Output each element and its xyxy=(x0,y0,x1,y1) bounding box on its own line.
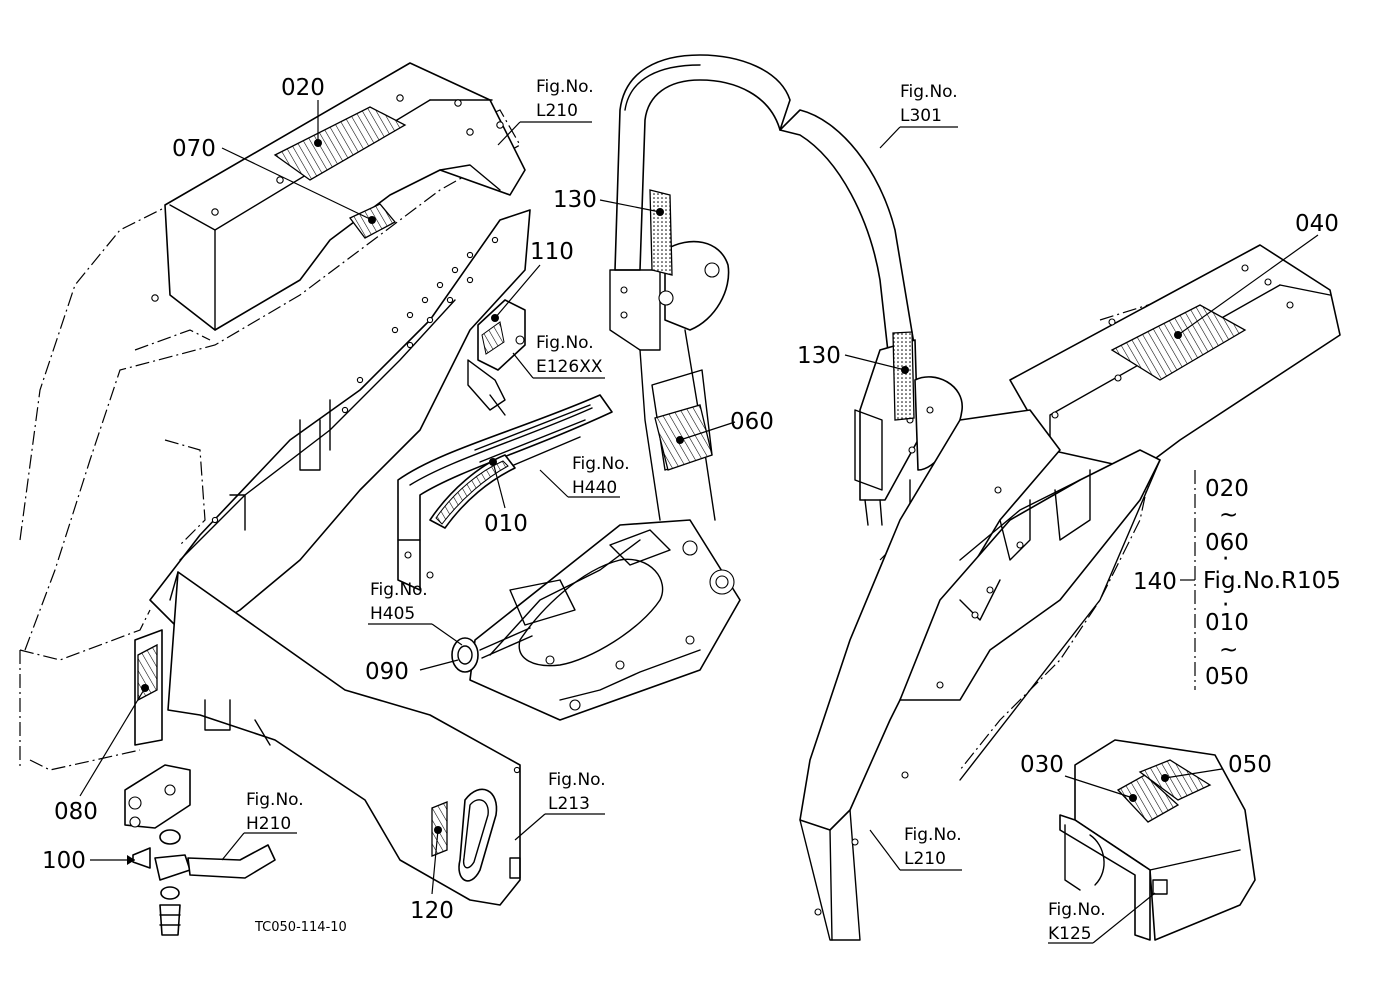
drawing-code: TC050-114-10 xyxy=(254,920,347,935)
fig-ref-h210[interactable]: Fig.No. H210 xyxy=(246,790,304,834)
callout-140[interactable]: 140 xyxy=(1133,569,1177,595)
fig-ref-h405[interactable]: Fig.No. H405 xyxy=(370,580,428,624)
reflector-130-left[interactable] xyxy=(649,189,673,276)
hydraulic-block xyxy=(469,519,741,721)
callouts: 020 070 110 130 130 060 040 010 090 080 … xyxy=(42,75,1339,924)
decal-020[interactable] xyxy=(273,106,407,181)
kit-group-140: 020 ~ 060 · Fig.No.R105 · 010 ~ 050 xyxy=(1203,476,1341,690)
svg-text:L301: L301 xyxy=(900,106,942,126)
callout-070[interactable]: 070 xyxy=(172,136,216,162)
svg-text:H440: H440 xyxy=(572,478,617,498)
callout-130-left[interactable]: 130 xyxy=(553,187,597,213)
svg-text:Fig.No.: Fig.No. xyxy=(536,333,594,353)
svg-text:Fig.No.: Fig.No. xyxy=(370,580,428,600)
kit-range2-tilde: ~ xyxy=(1219,637,1238,663)
leader-lines xyxy=(79,100,1319,944)
kit-sep2: · xyxy=(1222,592,1229,618)
decal-030[interactable] xyxy=(1116,774,1180,823)
fig-ref-l210-bottom[interactable]: Fig.No. L210 xyxy=(904,825,962,869)
svg-text:H405: H405 xyxy=(370,604,415,624)
callout-120[interactable]: 120 xyxy=(410,898,454,924)
svg-text:H210: H210 xyxy=(246,814,291,834)
kit-range1-from: 020 xyxy=(1205,476,1249,502)
left-fender-assembly xyxy=(19,62,531,906)
collar-090[interactable] xyxy=(451,637,479,673)
fig-ref-k125[interactable]: Fig.No. K125 xyxy=(1048,900,1106,944)
fig-ref-e126xx[interactable]: Fig.No. E126XX xyxy=(536,333,603,377)
kit-range2-to: 050 xyxy=(1205,664,1249,690)
svg-text:L213: L213 xyxy=(548,794,590,814)
fig-ref-l210-top[interactable]: Fig.No. L210 xyxy=(536,77,594,121)
kit-range2-from: 010 xyxy=(1205,610,1249,636)
svg-text:Fig.No.: Fig.No. xyxy=(572,454,630,474)
fig-ref-h440[interactable]: Fig.No. H440 xyxy=(572,454,630,498)
mounting-holes xyxy=(151,94,504,524)
callout-080[interactable]: 080 xyxy=(54,799,98,825)
fig-ref-l213[interactable]: Fig.No. L213 xyxy=(548,770,606,814)
svg-text:Fig.No.: Fig.No. xyxy=(536,77,594,97)
callout-060[interactable]: 060 xyxy=(730,409,774,435)
svg-text:K125: K125 xyxy=(1048,924,1092,944)
figure-references: Fig.No. L210 Fig.No. L301 Fig.No. E126XX… xyxy=(246,77,1106,944)
valve-body xyxy=(124,764,191,829)
fitting-100[interactable] xyxy=(132,829,276,936)
decal-060[interactable] xyxy=(654,404,713,471)
svg-text:Fig.No.: Fig.No. xyxy=(1048,900,1106,920)
svg-text:L210: L210 xyxy=(536,101,578,121)
decal-040[interactable] xyxy=(1110,304,1247,381)
kit-range1-to: 060 xyxy=(1205,530,1249,556)
svg-text:Fig.No.: Fig.No. xyxy=(246,790,304,810)
callout-040[interactable]: 040 xyxy=(1295,211,1339,237)
callout-090[interactable]: 090 xyxy=(365,659,409,685)
reflector-130-right[interactable] xyxy=(892,331,915,421)
decal-080[interactable] xyxy=(137,643,158,702)
quadrant-guide xyxy=(397,394,613,591)
svg-text:Fig.No.: Fig.No. xyxy=(548,770,606,790)
callout-020[interactable]: 020 xyxy=(281,75,325,101)
callout-050[interactable]: 050 xyxy=(1228,752,1272,778)
fig-ref-l301[interactable]: Fig.No. L301 xyxy=(900,82,958,126)
callout-100[interactable]: 100 xyxy=(42,848,86,874)
decal-050[interactable] xyxy=(1138,759,1212,801)
kit-range1-tilde: ~ xyxy=(1219,502,1238,528)
kit-ref-r105[interactable]: Fig.No.R105 xyxy=(1203,568,1341,594)
kit-sep1: · xyxy=(1222,546,1229,572)
callout-030[interactable]: 030 xyxy=(1020,752,1064,778)
svg-text:L210: L210 xyxy=(904,849,946,869)
switch-assembly-110[interactable] xyxy=(467,299,526,416)
callout-010[interactable]: 010 xyxy=(484,511,528,537)
callout-130-right[interactable]: 130 xyxy=(797,343,841,369)
svg-text:Fig.No.: Fig.No. xyxy=(904,825,962,845)
svg-text:E126XX: E126XX xyxy=(536,357,603,377)
svg-text:Fig.No.: Fig.No. xyxy=(900,82,958,102)
callout-110[interactable]: 110 xyxy=(530,239,574,265)
